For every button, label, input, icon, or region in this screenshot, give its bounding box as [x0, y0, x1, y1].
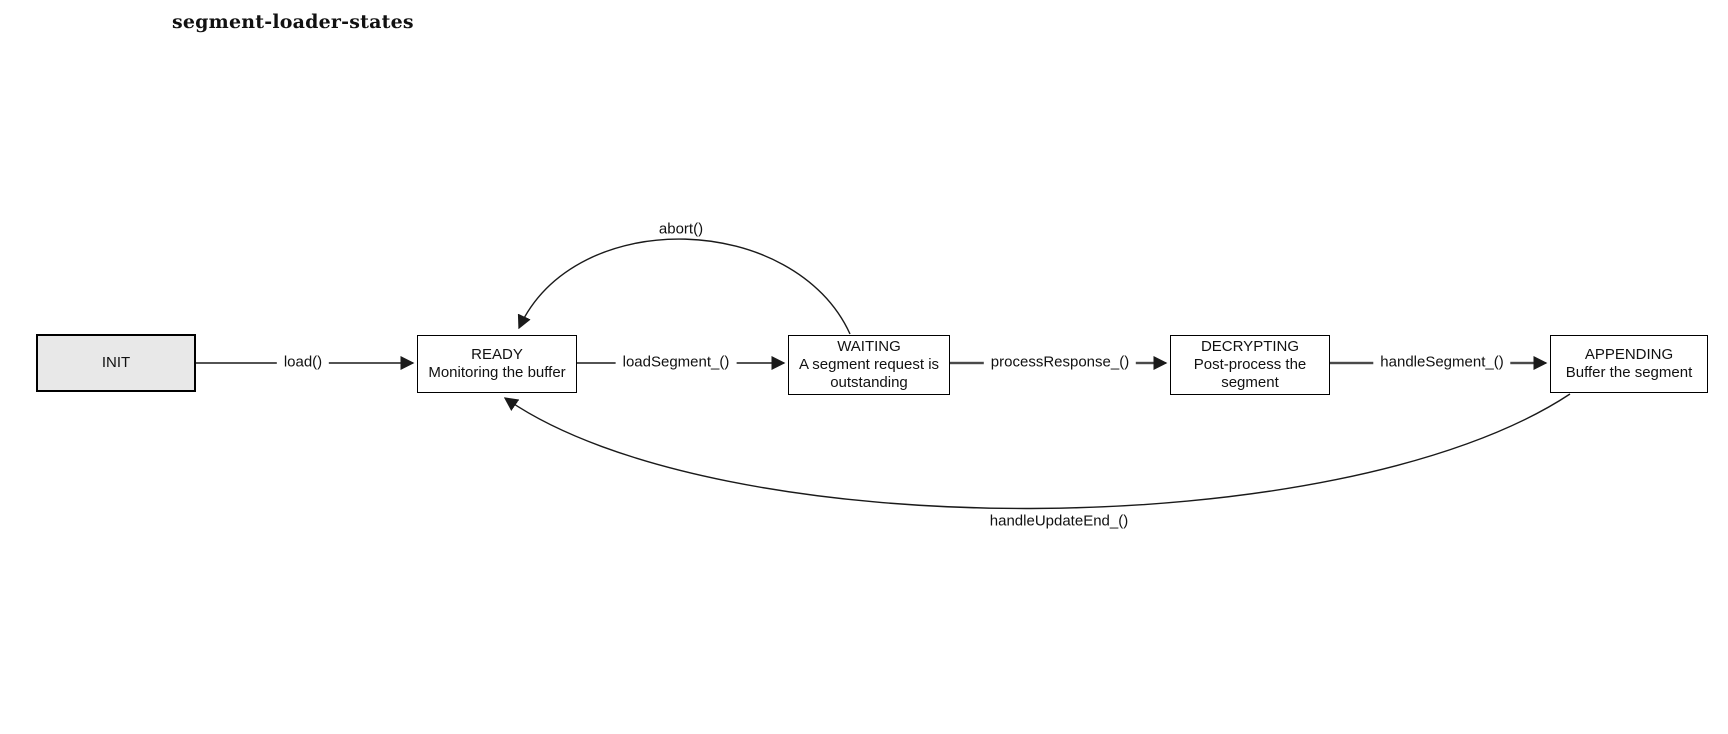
transition-abort-arc — [517, 238, 851, 335]
state-decrypting-desc: Post-process the segment — [1193, 356, 1307, 391]
transition-label-handle-segment: handleSegment_() — [1373, 353, 1511, 371]
state-decrypting-name: DECRYPTING — [1200, 338, 1300, 355]
state-waiting-desc: A segment request is outstanding — [798, 356, 940, 391]
transition-label-load-segment: loadSegment_() — [615, 353, 737, 371]
state-init-name: INIT — [101, 354, 131, 371]
state-appending: APPENDING Buffer the segment — [1550, 335, 1708, 393]
transition-label-handle-update-end: handleUpdateEnd_() — [982, 512, 1136, 530]
state-decrypting: DECRYPTING Post-process the segment — [1170, 335, 1330, 395]
state-appending-name: APPENDING — [1584, 346, 1674, 363]
state-waiting-name: WAITING — [837, 338, 901, 355]
state-ready-name: READY — [471, 346, 523, 363]
state-init: INIT — [36, 334, 196, 392]
transition-label-process-response: processResponse_() — [983, 353, 1137, 371]
transition-handle-update-end-arc — [503, 393, 1571, 510]
diagram-title: segment-loader-states — [172, 11, 414, 33]
state-appending-desc: Buffer the segment — [1565, 364, 1693, 381]
state-ready: READY Monitoring the buffer — [417, 335, 577, 393]
state-ready-desc: Monitoring the buffer — [428, 364, 566, 381]
transition-label-abort: abort() — [651, 220, 711, 238]
state-waiting: WAITING A segment request is outstanding — [788, 335, 950, 395]
transition-label-load: load() — [276, 353, 330, 371]
